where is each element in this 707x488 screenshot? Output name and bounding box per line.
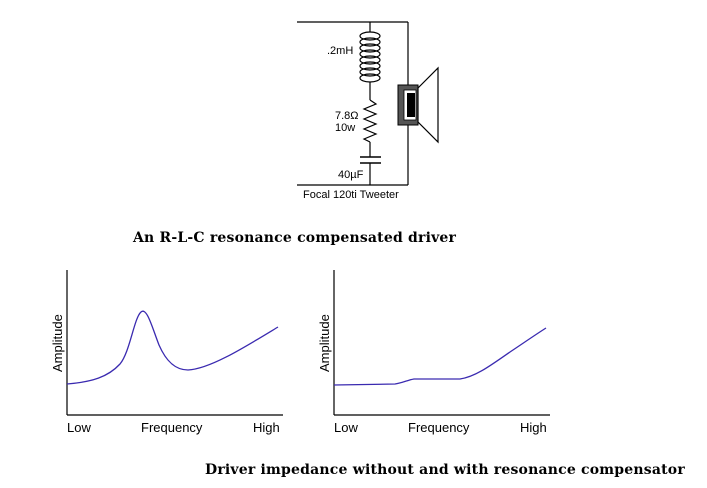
graph-left-impedance-curve [66,310,279,385]
graph-right-xlabel: Frequency [408,420,470,435]
caption-bottom: Driver impedance without and with resona… [205,462,685,478]
resistor-symbol [362,99,378,143]
graph-right-x-low: Low [334,420,358,435]
graph-right: Amplitude Low Frequency High [317,270,550,435]
graph-left-ylabel: Amplitude [50,314,65,372]
resistor-label-ohms: 7.8Ω [335,110,359,122]
capacitor-label: 40µF [338,169,364,181]
inductor-symbol [359,31,381,83]
graph-left-x-high: High [253,420,280,435]
graph-right-impedance-curve [333,327,547,386]
inductor-label: .2mH [327,45,353,57]
driver-label: Focal 120ti Tweeter [303,189,399,201]
graph-right-ylabel: Amplitude [317,314,332,372]
caption-top: An R-L-C resonance compensated driver [132,230,457,246]
circuit-schematic: .2mH 7.8Ω 10w 40µF Focal 120ti Tweeter [297,21,439,201]
resistor-label-watts: 10w [335,122,355,134]
graph-left-x-low: Low [67,420,91,435]
graph-right-x-high: High [520,420,547,435]
speaker-icon [397,66,439,144]
graph-left-xlabel: Frequency [141,420,203,435]
graph-left: Amplitude Low Frequency High [50,270,283,435]
